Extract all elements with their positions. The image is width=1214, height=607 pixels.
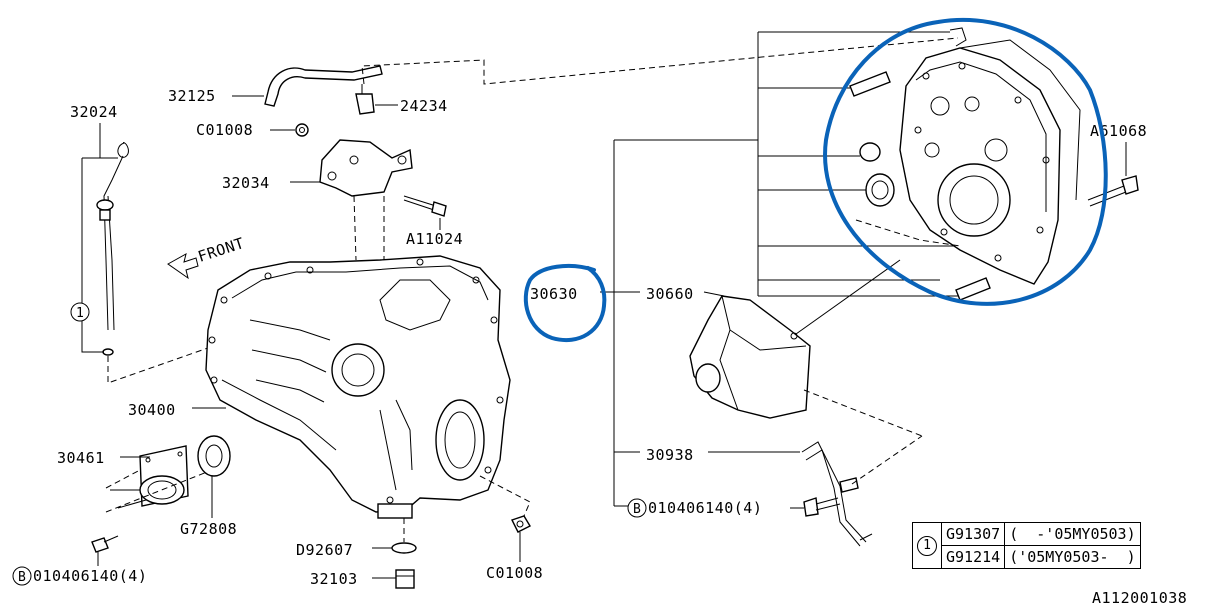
label-g72808: G72808 [180,520,237,538]
notes-part-1: G91307 [940,522,1006,546]
oil-seal-g72808[interactable] [197,435,231,477]
label-30660: 30660 [646,285,694,303]
bolt-a11024[interactable] [403,195,447,217]
notes-range-2: ('05MY0503- ) [1004,545,1141,569]
drain-plug-32103[interactable] [395,569,415,589]
ref-circle-b-right-text: B [633,502,641,517]
transmission-case-30400[interactable] [205,255,511,519]
plate-30461[interactable] [110,445,189,509]
bolt-a61068[interactable] [1087,175,1139,207]
notes-range-1: ( -'05MY0503) [1004,522,1141,546]
label-front: FRONT [196,234,247,266]
washer-c01008-bottom[interactable] [511,515,531,533]
o-ring-d92607[interactable] [391,542,417,554]
label-bolt-b-right: 010406140(4) [648,499,762,517]
washer-c01008-top[interactable] [295,123,309,137]
front-arrow-icon [167,253,199,280]
clip-24234[interactable] [355,84,375,115]
label-30938: 30938 [646,446,694,464]
ref-circle-b-right [627,498,647,518]
dowel-pin-top[interactable] [849,71,891,97]
bearing[interactable] [865,173,895,207]
ref-circle-1-left-text: 1 [76,306,84,321]
highlight-circle-extension-housing [823,17,1108,306]
notes-row-2: G91214 ('05MY0503- ) [913,545,1141,569]
dipstick-32024[interactable] [96,142,129,356]
bracket-32034[interactable] [319,139,413,197]
ref-circle-b-left [12,566,32,586]
label-32024: 32024 [70,103,118,121]
ref-circle-1-table: 1 [917,536,937,556]
label-24234: 24234 [400,97,448,115]
highlight-circle-30630 [523,263,607,342]
bolt-010406140-left[interactable] [91,535,119,553]
label-32125: 32125 [168,87,216,105]
label-30461: 30461 [57,449,105,467]
cover-30660[interactable] [689,295,811,419]
ref-circle-b-left-text: B [18,570,26,585]
pipe-32125[interactable] [264,65,383,107]
bolt-010406140-right[interactable] [803,497,841,517]
label-c01008-bottom: C01008 [486,564,543,582]
pipe-30938[interactable] [801,441,873,547]
label-30400: 30400 [128,401,176,419]
label-32103: 32103 [310,570,358,588]
bushing[interactable] [859,142,881,162]
diagram-id: A112001038 [1092,589,1187,607]
dowel-pin-bottom[interactable] [955,277,991,301]
extension-housing-assembly[interactable] [899,27,1081,285]
ref-circle-1-left [70,302,90,322]
notes-part-2: G91214 [940,545,1006,569]
label-32034: 32034 [222,174,270,192]
variant-notes-table: 1 G91307 ( -'05MY0503) G91214 ('05MY0503… [912,522,1141,569]
label-30630: 30630 [530,285,578,303]
label-bolt-b-left: 010406140(4) [33,567,147,585]
notes-row-1: 1 G91307 ( -'05MY0503) [912,522,1141,569]
label-a11024: A11024 [406,230,463,248]
label-d92607: D92607 [296,541,353,559]
notes-ref-cell: 1 [912,522,942,569]
label-c01008-top: C01008 [196,121,253,139]
